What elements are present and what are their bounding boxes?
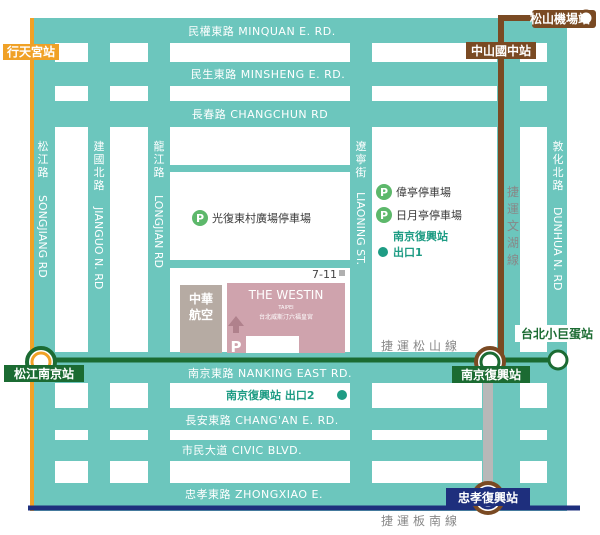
station-nanjing-fuxing-badge [452,366,530,383]
parking-weiting-label: 偉亭停車場 [396,185,451,199]
exit1-marker [378,247,388,257]
road-jianguo-zh: 建國北路 [94,139,105,192]
hotel-forecourt [246,336,299,353]
station-nanjing-fuxing: 南京復興站 [461,367,521,382]
road-longjiang: 龍江路 LONGJIAN RD [152,139,165,268]
station-songjiang-nanjing: 松江南京站 [14,366,74,381]
songshan-line-label: 捷運松山線 [381,338,461,353]
station-zhongxiao-fuxing-badge [446,488,530,506]
hotel-parking-icon: P [231,338,242,356]
chunghwa-airlines-building [180,285,222,353]
exit1-label-line1: 南京復興站 [393,229,448,243]
road-dunhua: 敦化北路 DUNHUA N. RD [551,139,564,290]
road-liaoning: 遼寧街 LIAONING ST. [354,139,367,265]
hotel-city: TAIPEI [277,305,293,311]
svg-text:P: P [380,186,388,199]
road-changchun: 長春路 CHANGCHUN RD [192,108,329,121]
road-jianguo: 建國北路 JIANGUO N. RD [92,139,105,289]
station-zhongxiao-fuxing: 忠孝復興站 [458,490,518,505]
exit1-label-line2: 出口1 [393,245,423,259]
road-liaoning-en: LIAONING ST. [354,192,367,265]
store-711-marker [339,270,345,276]
station-songjiang-nanjing-badge [4,365,84,382]
station-taipei-arena-bg [515,325,599,342]
svg-text:P: P [196,212,204,225]
store-711-label: 7-11 [312,268,337,281]
road-zhongxiao: 忠孝東路 ZHONGXIAO E. [185,488,323,501]
station-taipei-arena-marker [547,349,569,371]
parking-weiting-icon [376,184,392,200]
bannan-line-label: 捷運板南線 [381,513,461,528]
station-songshan-airport-marker [577,9,595,27]
road-songjiang-en: SONGJIANG RD [36,195,49,278]
parking-guangfu-icon [192,210,208,226]
station-zhongshan-junior-high-badge [466,42,536,59]
road-minsheng: 民生東路 MINSHENG E. RD. [191,67,345,81]
hotel-subtitle: 台北威斯汀六福皇宮 [259,313,313,321]
road-dunhua-en: DUNHUA N. RD [551,207,564,290]
wenhu-line-label: 捷運文湖線 [507,185,519,267]
road-civic: 市民大道 CIVIC BLVD. [182,443,302,457]
road-nanking: 南京東路 NANKING EAST RD. [188,366,352,380]
road-minquan: 民權東路 MINQUAN E. RD. [188,25,335,38]
parking-guangfu-label: 光復東村廣場停車場 [212,211,311,225]
parking-riyue-icon [376,207,392,223]
exit2-label: 南京復興站 出口2 [226,388,314,402]
station-xingtiangong: 行天宮站 [6,44,55,59]
svg-text:P: P [380,209,388,222]
entrance-arrow-icon [228,316,244,333]
road-changan: 長安東路 CHANG'AN E. RD. [185,413,339,427]
road-longjiang-en: LONGJIAN RD [152,195,165,268]
road-jianguo-en: JIANGUO N. RD [92,206,105,289]
exit2-marker [337,390,347,400]
hotel-name: THE WESTIN [248,288,324,302]
chunghwa-airlines-label: 中華航空 [189,291,213,322]
station-taipei-arena: 台北小巨蛋站 [521,326,593,341]
road-dunhua-zh: 敦化北路 [553,139,564,192]
station-songshan-airport: 松山機場站 [530,11,590,26]
road-longjiang-zh: 龍江路 [154,139,165,179]
parking-riyue-label: 日月亭停車場 [396,208,462,222]
city-blocks [55,43,547,483]
station-xingtiangong-badge [3,44,59,60]
road-liaoning-zh: 遼寧街 [356,139,367,179]
station-zhongshan-junior-high: 中山國中站 [471,43,531,58]
road-songjiang: 松江路 SONGJIANG RD [36,139,49,278]
road-songjiang-zh: 松江路 [38,139,49,179]
